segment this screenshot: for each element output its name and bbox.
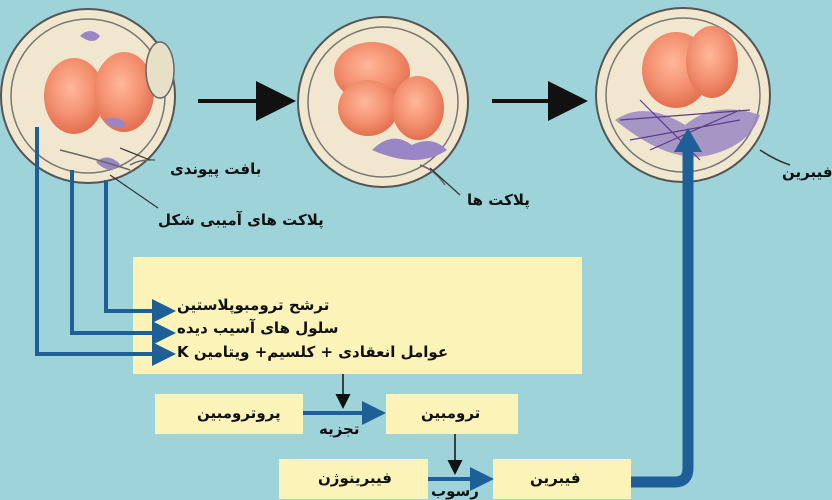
box-fibrinogen: فیبرینوژن xyxy=(318,469,392,487)
box-fibrin: فیبرین xyxy=(530,469,581,487)
label-platelets: پلاکت ها xyxy=(467,191,530,209)
vessel-2 xyxy=(298,17,468,187)
factor-thromboplastin: ترشح ترومبوپلاستین xyxy=(177,296,329,314)
fibrin-return-arrow xyxy=(631,150,688,482)
red-blood-cell xyxy=(94,52,154,132)
red-blood-cell xyxy=(686,26,738,98)
vessel-1 xyxy=(1,9,175,183)
red-blood-cell xyxy=(392,76,444,140)
red-blood-cell xyxy=(338,80,398,136)
box-prothrombin: پروترومبین xyxy=(197,404,281,422)
label-precipitation: رسوب xyxy=(431,482,479,500)
factor-damaged-cells: سلول های آسیب دیده xyxy=(177,319,338,337)
label-connective-tissue: بافت پیوندی xyxy=(170,160,261,178)
box-thrombin: ترومبین xyxy=(421,404,480,422)
label-decomposition: تجزیه xyxy=(319,420,360,438)
factor-coagulation: عوامل انعقادی + کلسیم+ ویتامین K xyxy=(177,343,448,361)
label-amoeboid-platelets: پلاکت های آمیبی شکل xyxy=(158,211,324,229)
label-fibrin-top: فیبرین xyxy=(782,163,832,181)
